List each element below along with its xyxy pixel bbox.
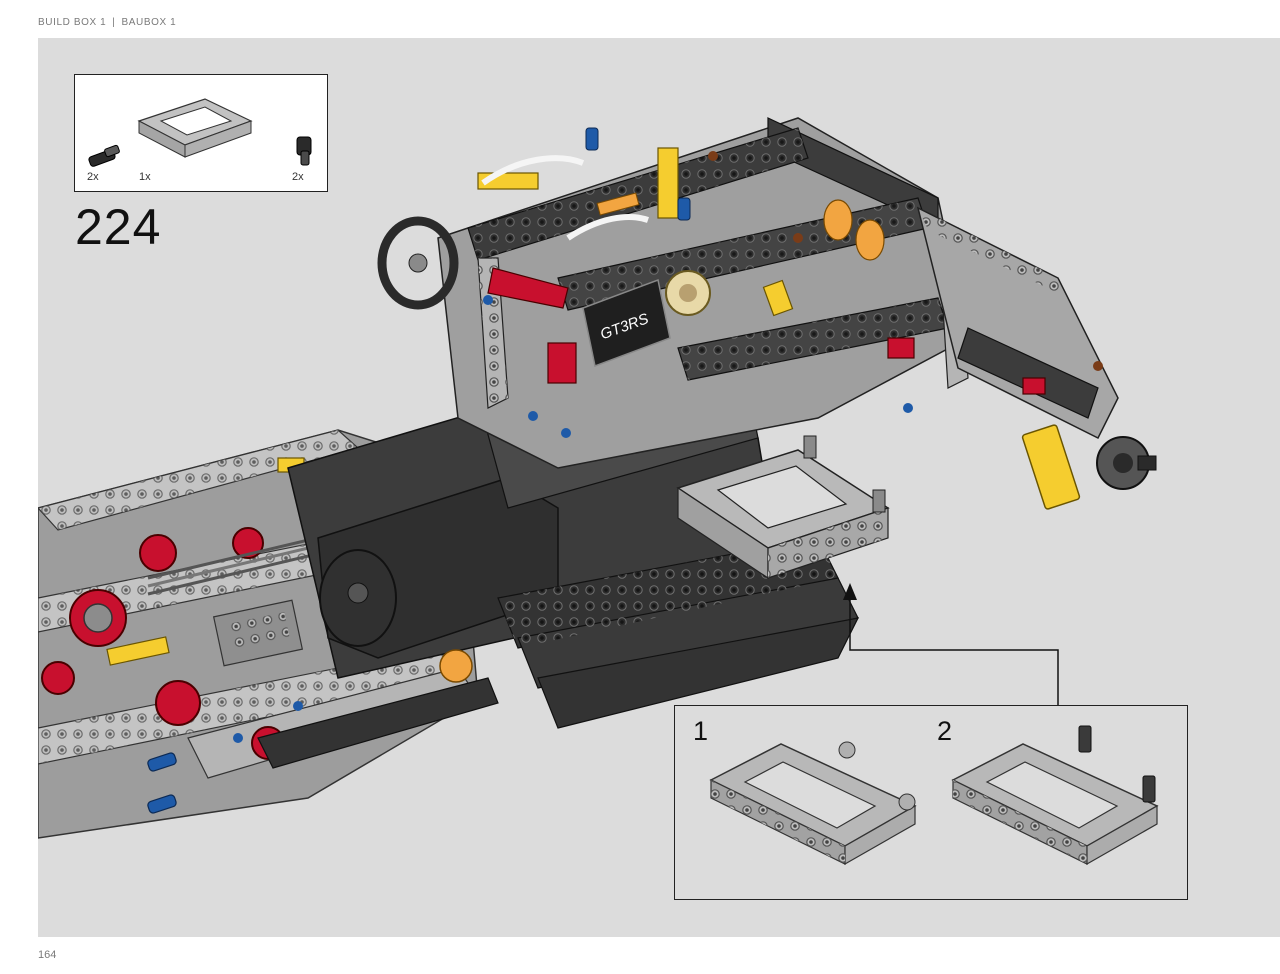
model-illustration: GT3RS: [38, 117, 1157, 839]
header-baubox: BAUBOX 1: [121, 17, 177, 28]
page-header: BUILD BOX 1 | BAUBOX 1: [38, 17, 176, 28]
gt3rs-logo-tile: GT3RS: [582, 278, 671, 368]
open-frame-icon: [137, 98, 253, 158]
substep-illustrations: [709, 725, 1159, 866]
added-open-frame: [676, 435, 890, 580]
substep-2-frame: [951, 725, 1159, 866]
callout-arrow: [843, 583, 1059, 705]
qty-axle-pin: 2x: [87, 171, 99, 183]
substep-number-2: 2: [937, 716, 953, 746]
header-build-box: BUILD BOX 1: [38, 17, 107, 28]
step-number: 224: [75, 199, 162, 255]
instruction-panel: GT3RS: [38, 38, 1280, 937]
qty-open-frame: 1x: [139, 171, 151, 183]
substep-number-1: 1: [693, 716, 709, 746]
parts-illustration: [88, 98, 312, 167]
pin-with-bush-icon: [296, 136, 312, 166]
substep-1-frame: [709, 741, 917, 866]
axle-pin-icon: [88, 144, 120, 167]
page-number: 164: [38, 949, 57, 961]
qty-pin-with-bush: 2x: [292, 171, 304, 183]
substep-callout: 1 2: [674, 705, 1188, 900]
header-separator: |: [112, 17, 116, 28]
rear-frame: [377, 117, 1157, 510]
parts-list-box: 2x 1x 2x: [74, 74, 328, 192]
